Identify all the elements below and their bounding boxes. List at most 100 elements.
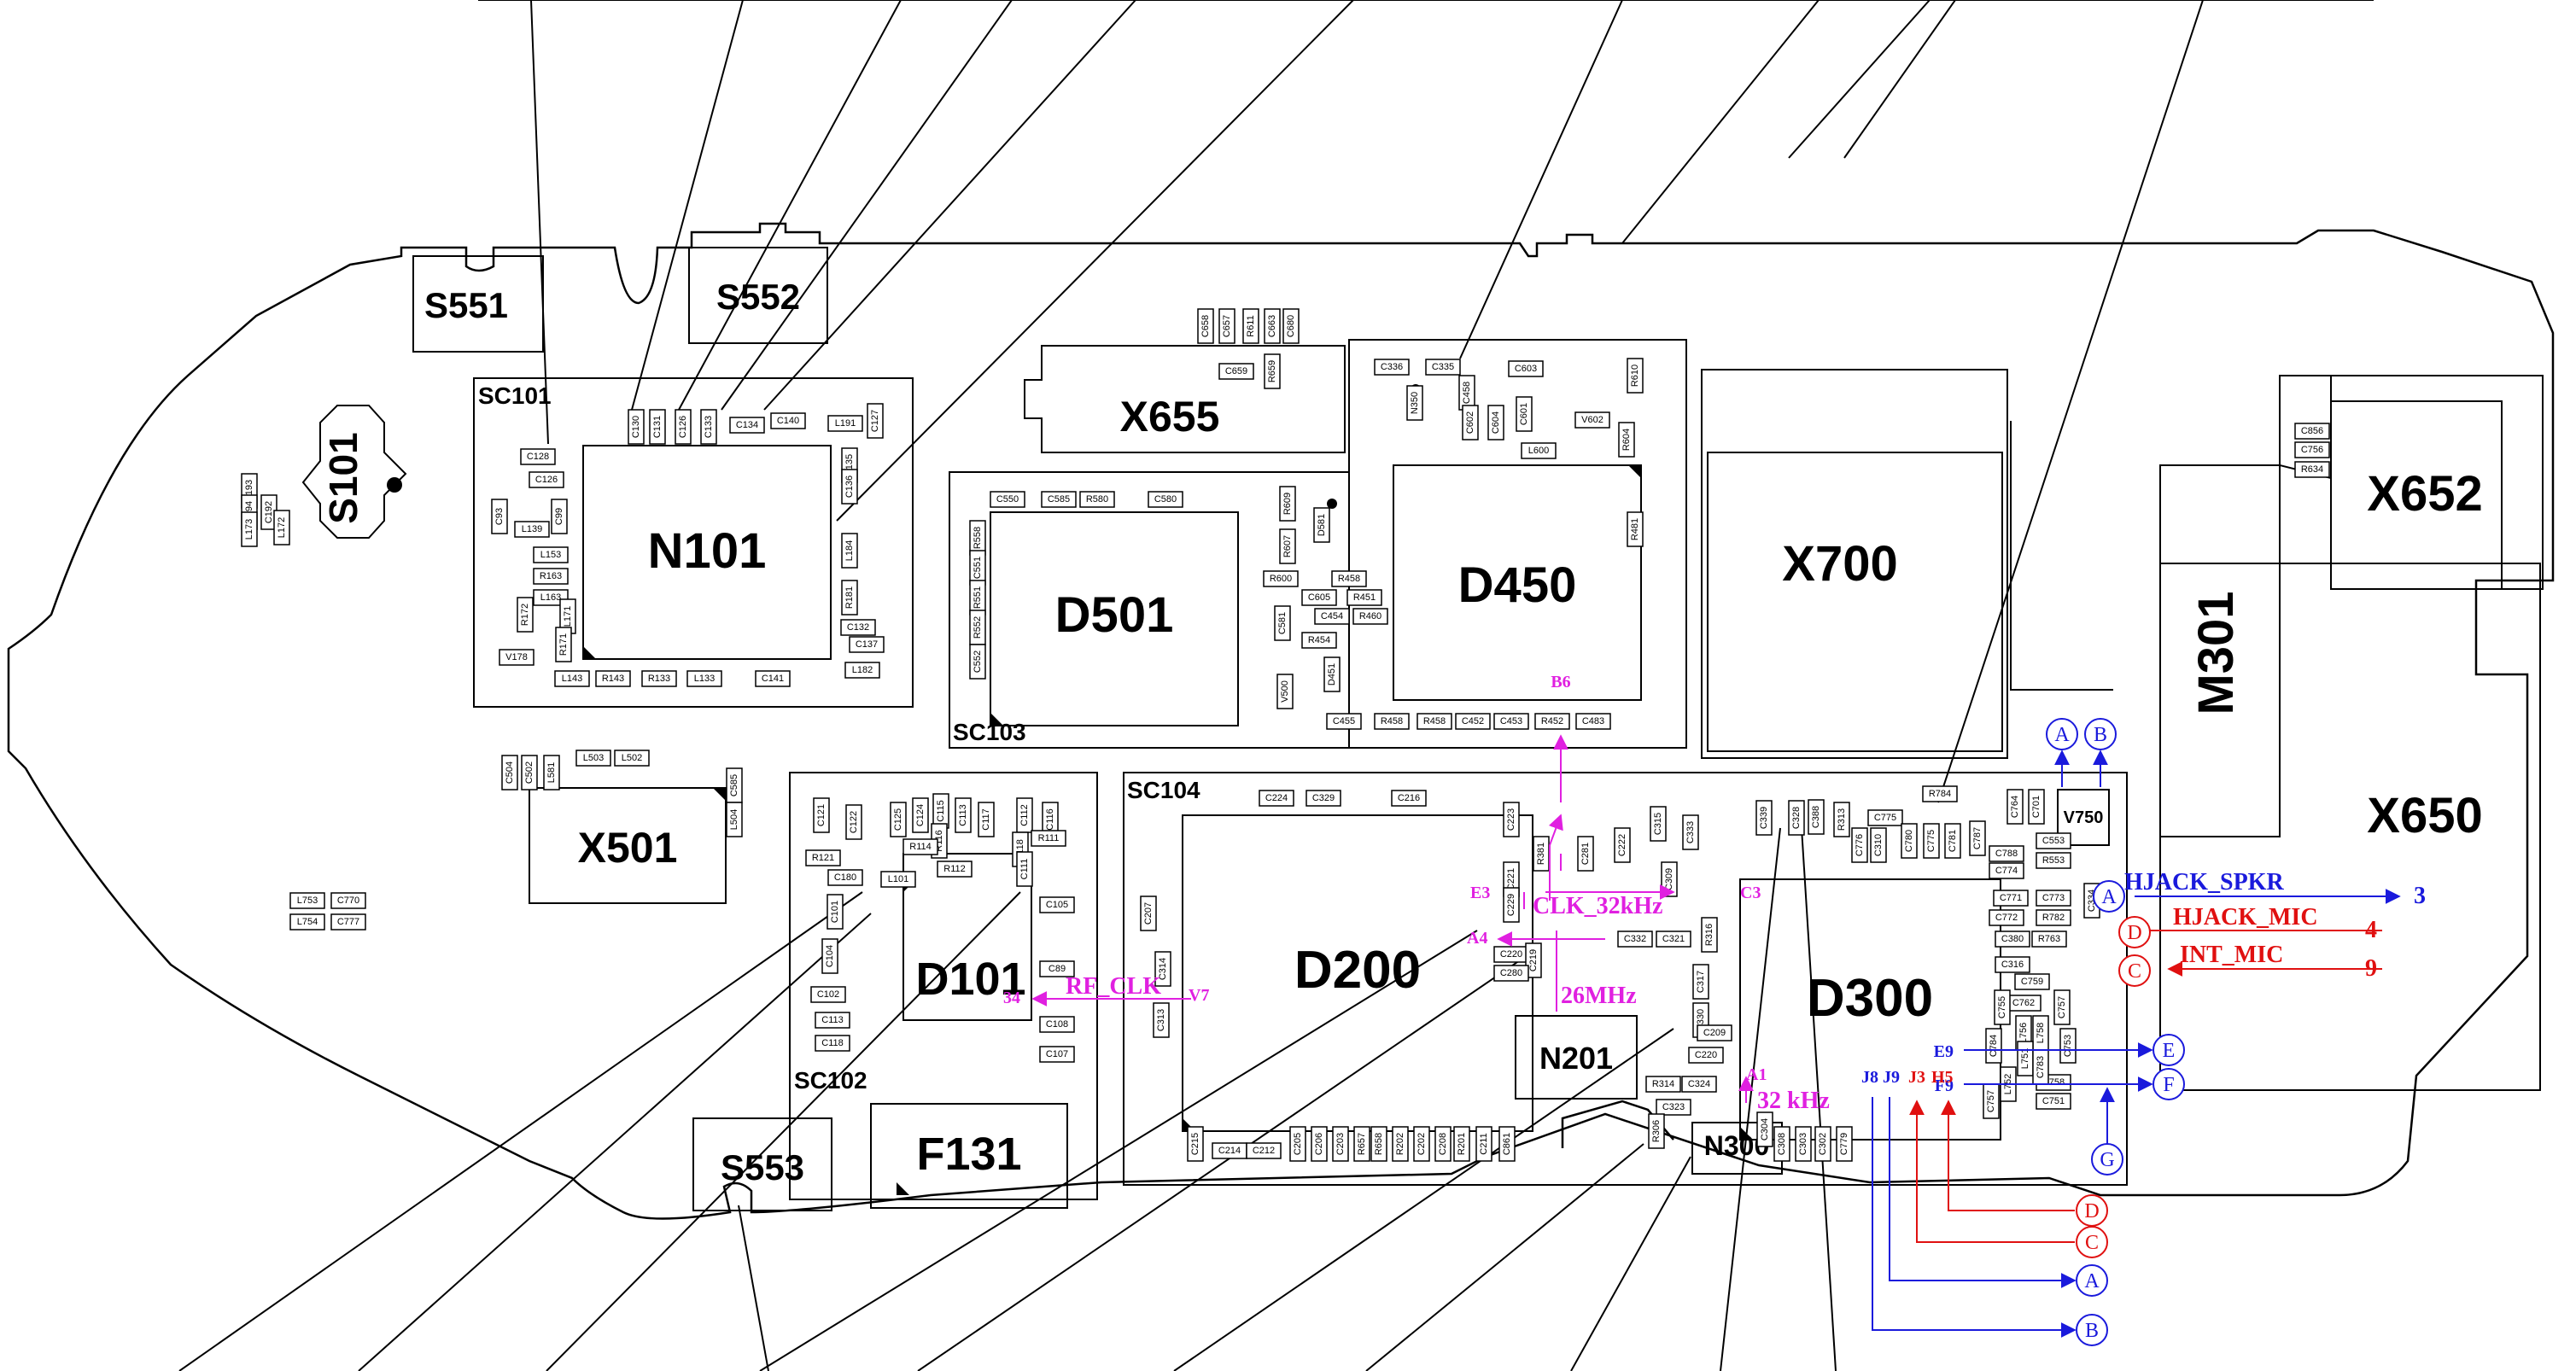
svg-text:C680: C680 bbox=[1286, 315, 1296, 337]
passive-v500: V500 bbox=[1276, 674, 1294, 709]
svg-text:C212: C212 bbox=[1253, 1146, 1275, 1156]
svg-text:C205: C205 bbox=[1293, 1133, 1303, 1155]
passive-c89: C89 bbox=[1039, 960, 1075, 977]
passive-c224: C224 bbox=[1259, 790, 1294, 807]
passive-c755: C755 bbox=[1994, 989, 2011, 1025]
svg-text:R111: R111 bbox=[1038, 833, 1060, 843]
passive-c214: C214 bbox=[1212, 1142, 1247, 1159]
svg-text:N350: N350 bbox=[1410, 392, 1420, 414]
passive-c336: C336 bbox=[1374, 359, 1410, 376]
part-label-x700: X700 bbox=[1782, 536, 1897, 592]
passive-c585: C585 bbox=[726, 767, 743, 803]
passive-c550: C550 bbox=[990, 491, 1025, 508]
svg-text:L172: L172 bbox=[277, 517, 287, 538]
svg-text:C757: C757 bbox=[2057, 996, 2067, 1018]
svg-text:L153: L153 bbox=[540, 550, 561, 560]
passive-c113: C113 bbox=[955, 797, 972, 833]
svg-text:C336: C336 bbox=[1381, 362, 1403, 372]
passive-r763: R763 bbox=[2031, 931, 2067, 948]
part-label-s553: S553 bbox=[721, 1147, 804, 1187]
passive-l581: L581 bbox=[543, 755, 560, 791]
passive-r121: R121 bbox=[805, 849, 841, 866]
svg-text:C118: C118 bbox=[821, 1038, 843, 1048]
passive-c131: C131 bbox=[649, 409, 666, 445]
svg-text:C701: C701 bbox=[2031, 796, 2042, 818]
passive-c137: C137 bbox=[849, 636, 885, 653]
svg-text:C113: C113 bbox=[958, 804, 968, 826]
passive-c602: C602 bbox=[1462, 405, 1479, 440]
passive-c302: C302 bbox=[1814, 1126, 1831, 1162]
pin-b6: B6 bbox=[1551, 673, 1570, 691]
svg-text:C180: C180 bbox=[834, 872, 856, 883]
passive-r452: R452 bbox=[1534, 713, 1570, 730]
svg-text:V602: V602 bbox=[1581, 415, 1603, 425]
svg-text:C111: C111 bbox=[1019, 859, 1030, 880]
passive-r202: R202 bbox=[1392, 1126, 1409, 1162]
svg-text:R658: R658 bbox=[1374, 1133, 1384, 1155]
svg-text:C783: C783 bbox=[2036, 1056, 2046, 1078]
passive-c126: C126 bbox=[675, 409, 692, 445]
passive-c751: C751 bbox=[2036, 1093, 2071, 1110]
svg-text:C483: C483 bbox=[1582, 716, 1604, 726]
part-label-d450: D450 bbox=[1458, 557, 1577, 613]
passive-c220: C220 bbox=[1688, 1047, 1724, 1064]
svg-text:C220: C220 bbox=[1695, 1050, 1717, 1060]
passive-c335: C335 bbox=[1425, 359, 1461, 376]
passive-c223: C223 bbox=[1503, 802, 1520, 837]
passive-c388: C388 bbox=[1808, 799, 1825, 835]
svg-text:D: D bbox=[2127, 922, 2141, 944]
passive-l504: L504 bbox=[726, 802, 743, 837]
svg-text:L504: L504 bbox=[729, 809, 739, 830]
passive-c453: C453 bbox=[1493, 713, 1529, 730]
passive-r306: R306 bbox=[1648, 1113, 1665, 1149]
pin-e9: E9 bbox=[1934, 1042, 1954, 1061]
svg-text:C550: C550 bbox=[996, 494, 1019, 505]
passive-c776: C776 bbox=[1851, 827, 1868, 863]
passive-c111: C111 bbox=[1016, 851, 1033, 887]
passive-c128: C128 bbox=[520, 448, 556, 465]
passive-c759: C759 bbox=[2014, 973, 2050, 990]
passive-c99: C99 bbox=[551, 499, 568, 534]
svg-text:C502: C502 bbox=[524, 761, 534, 784]
svg-text:R657: R657 bbox=[1357, 1133, 1367, 1155]
passive-c861: C861 bbox=[1498, 1126, 1516, 1162]
svg-text:C602: C602 bbox=[1465, 411, 1475, 434]
svg-text:C601: C601 bbox=[1519, 403, 1529, 425]
part-label-x655: X655 bbox=[1120, 393, 1220, 440]
section-label-sc103: SC103 bbox=[953, 719, 1026, 745]
passive-r658: R658 bbox=[1370, 1126, 1387, 1162]
passive-c657: C657 bbox=[1218, 308, 1235, 344]
marker-d-low: D bbox=[2076, 1194, 2108, 1227]
passive-r610: R610 bbox=[1627, 358, 1644, 394]
passive-r143: R143 bbox=[595, 670, 631, 687]
svg-text:C580: C580 bbox=[1154, 494, 1177, 505]
section-label-sc104: SC104 bbox=[1127, 777, 1200, 803]
passive-c102: C102 bbox=[810, 986, 846, 1003]
passive-c216: C216 bbox=[1391, 790, 1427, 807]
svg-text:C755: C755 bbox=[1997, 996, 2007, 1018]
connector-markers: A B A D C E F G D C A B bbox=[2046, 718, 2185, 1346]
passive-c313: C313 bbox=[1153, 1002, 1170, 1038]
svg-text:C663: C663 bbox=[1267, 315, 1277, 337]
passive-c775: C775 bbox=[1923, 823, 1940, 859]
passive-v178: V178 bbox=[499, 649, 534, 666]
passive-c308: C308 bbox=[1773, 1126, 1790, 1162]
passive-c753: C753 bbox=[2059, 1028, 2077, 1064]
svg-text:R316: R316 bbox=[1704, 924, 1714, 946]
passive-r112: R112 bbox=[937, 861, 973, 878]
passive-c680: C680 bbox=[1282, 308, 1300, 344]
passive-c323: C323 bbox=[1656, 1099, 1691, 1116]
svg-text:L754: L754 bbox=[297, 917, 318, 927]
passive-c118: C118 bbox=[815, 1035, 850, 1052]
signal-26mhz: 26MHz bbox=[1561, 983, 1637, 1009]
pin-34: 34 bbox=[1003, 989, 1020, 1007]
svg-text:G: G bbox=[2100, 1149, 2114, 1171]
passive-l182: L182 bbox=[844, 662, 880, 679]
passive-c770: C770 bbox=[330, 892, 366, 909]
passive-c772: C772 bbox=[1989, 909, 2024, 926]
passive-c134: C134 bbox=[729, 417, 765, 434]
passive-c775: C775 bbox=[1867, 809, 1903, 826]
passive-c329: C329 bbox=[1306, 790, 1341, 807]
passive-c784: C784 bbox=[1985, 1028, 2002, 1064]
part-label-x501: X501 bbox=[578, 824, 678, 872]
